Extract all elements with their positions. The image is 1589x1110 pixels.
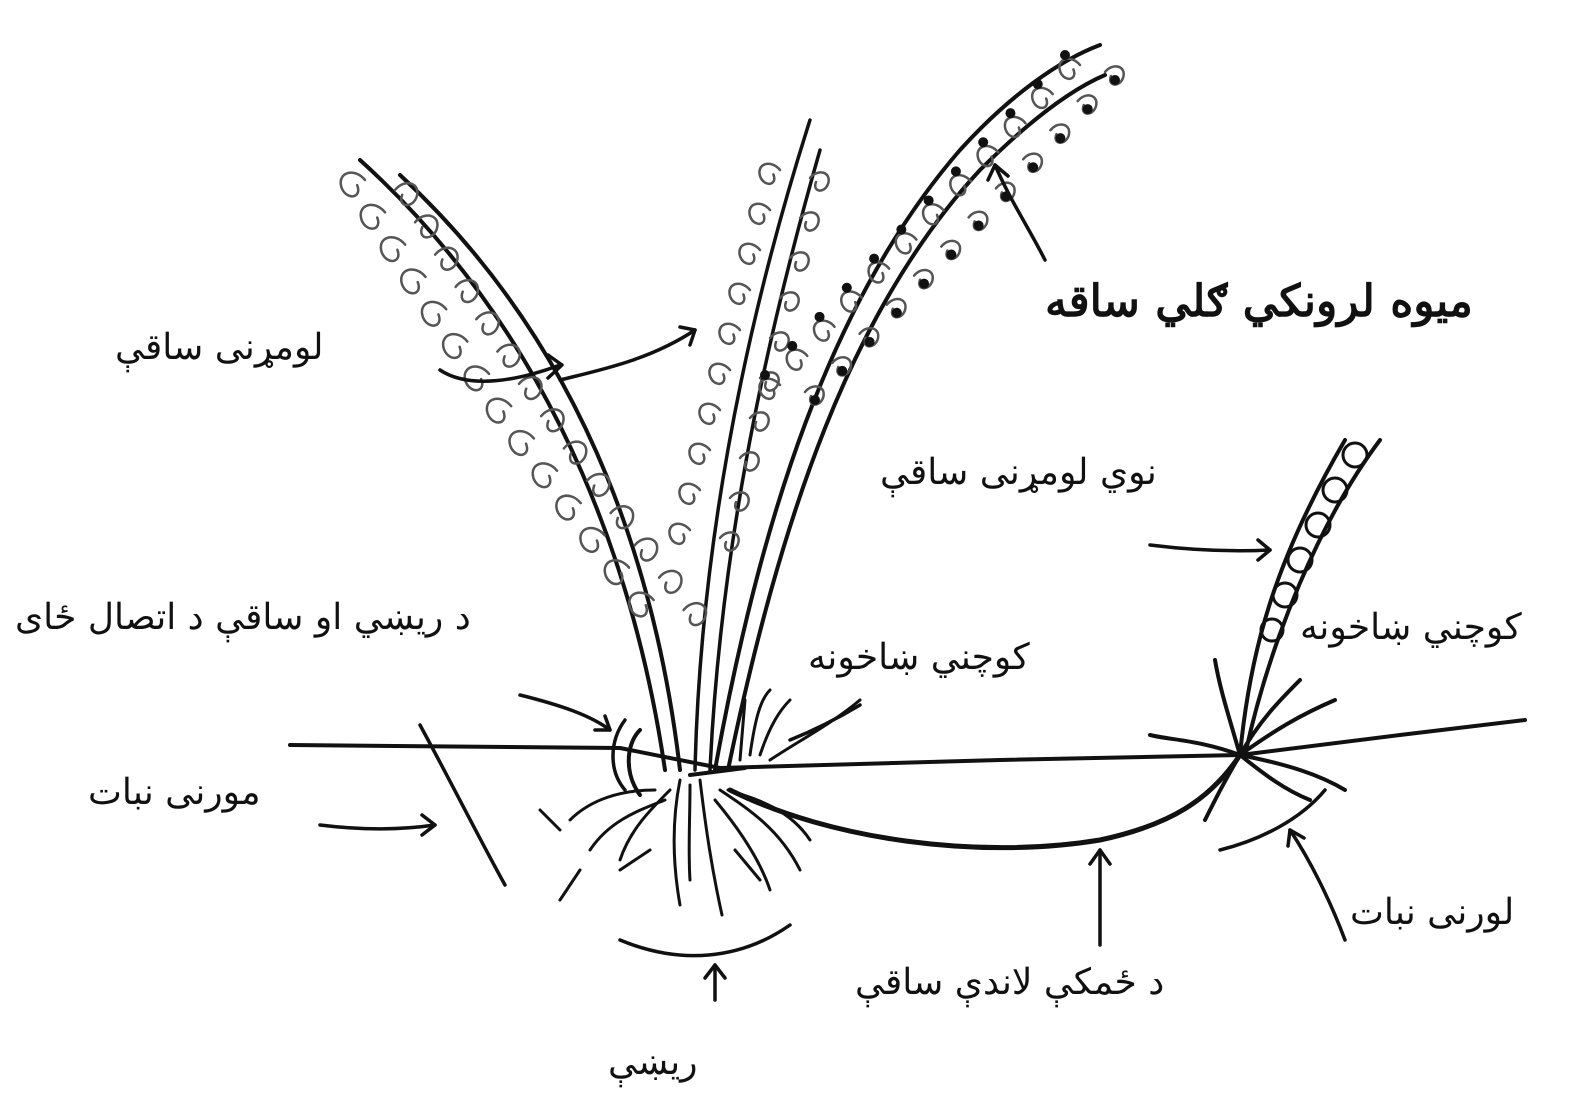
fruit-dot <box>1033 79 1043 89</box>
leaflet-curl <box>800 212 819 230</box>
fruit-dot <box>1110 75 1120 85</box>
leaflet-curl <box>814 321 835 341</box>
leaflet-curl <box>443 334 467 358</box>
label-roots: ريښې <box>608 1045 698 1081</box>
leaflet-curl <box>790 252 809 270</box>
leaflet-curl <box>465 366 489 390</box>
leaflet-curl <box>689 444 710 464</box>
leaflet-curl <box>739 244 760 264</box>
label-stolon: د ځمکې لاندې ساقې <box>855 965 1164 1001</box>
label-old-stem: لومړنی ساقې <box>115 330 324 366</box>
leaflet-curl <box>510 431 534 455</box>
fruit-dot <box>978 137 988 147</box>
center-buds <box>740 690 860 760</box>
leaflet-curl <box>456 280 478 302</box>
leaflet-curl <box>487 399 511 423</box>
fruit-dot <box>951 166 961 176</box>
leaflet-curl <box>749 204 770 224</box>
leaflet-curl <box>684 603 706 625</box>
label-mother-plant: مورنی نبات <box>88 775 260 811</box>
fruit-dot <box>1055 133 1065 143</box>
fruit-dot <box>1060 50 1070 60</box>
leaflet-curl <box>533 463 557 487</box>
fruit-dot <box>1083 104 1093 114</box>
leaflet-curl <box>497 345 519 367</box>
leaflet-curl <box>1032 88 1053 108</box>
label-daughter-plant: لورنی نبات <box>1350 895 1514 931</box>
fruit-dot <box>842 283 852 293</box>
arrow-buds-center <box>790 705 860 740</box>
leaflet-curl <box>896 233 917 253</box>
leaflet-curl <box>1005 117 1026 137</box>
leaflet-curl <box>669 524 690 544</box>
label-buds-right: کوچني ښاخونه <box>1300 610 1522 646</box>
arrow-old-stem <box>440 365 560 381</box>
arrow-junction <box>520 695 610 730</box>
leaflet-curl <box>635 539 657 561</box>
arrow-daughter-plant <box>1290 830 1345 940</box>
label-new-stem: نوي لومړنی ساقې <box>880 455 1157 491</box>
leaflet-curl <box>422 302 446 326</box>
fruit-dot <box>815 312 825 322</box>
leaflet-curl <box>759 164 780 184</box>
leaflet-curl <box>740 452 759 470</box>
leaflet-curl <box>787 350 808 370</box>
fruit-dot <box>865 337 875 347</box>
fruit-dot <box>869 254 879 264</box>
label-buds-center: کوچني ښاخونه <box>808 640 1030 676</box>
fruit-dot <box>974 220 984 230</box>
ground-line <box>290 720 1525 768</box>
leaflet-curl <box>719 324 740 344</box>
arrow-new-stem <box>560 330 695 380</box>
arrow-mother-plant <box>320 825 435 829</box>
leaflet-curl <box>759 379 780 399</box>
leaflet-curl <box>580 528 604 552</box>
leaflet-curl <box>401 270 425 294</box>
leaflet-curl <box>699 404 720 424</box>
mother-plant-roots <box>540 780 810 915</box>
leaflet-curl <box>341 173 365 197</box>
fruit-dot <box>946 250 956 260</box>
fruit-dot <box>837 366 847 376</box>
fruit-dot <box>760 370 770 380</box>
label-fruiting-stem: میوه لرونکي ګلي ساقه <box>1045 280 1473 324</box>
leaflet-curl <box>381 237 405 261</box>
leaflet-curl <box>770 332 789 350</box>
fruit-dot <box>919 279 929 289</box>
leaflet-curl <box>679 484 700 504</box>
leaflet-curl <box>720 532 739 550</box>
junction-bracket <box>613 720 625 790</box>
label-root-stem-junction: د ريښي او ساقې د اتصال ځای <box>15 600 471 636</box>
fruit-dot <box>1005 108 1015 118</box>
fruit-dot <box>810 395 820 405</box>
fruit-dot <box>787 341 797 351</box>
old-stem <box>360 160 680 770</box>
arrow-fruiting-stem <box>995 165 1045 260</box>
fruit-dot <box>896 225 906 235</box>
leaflet-curl <box>476 312 498 334</box>
leaflet-curl <box>709 364 730 384</box>
leaflet-curl <box>1059 59 1080 79</box>
leaflet-curl <box>729 284 750 304</box>
fruit-dot <box>1028 162 1038 172</box>
mother-plant-bracket <box>420 725 505 885</box>
fruit-dot <box>924 195 934 205</box>
roots-bracket <box>620 925 790 956</box>
leaflet-curl <box>556 496 580 520</box>
leaflet-curl <box>361 205 385 229</box>
leaflet-curl <box>780 292 799 310</box>
fruit-dot <box>892 308 902 318</box>
arrow-buds-right <box>1150 545 1270 551</box>
leaflet-curl <box>659 571 681 593</box>
fruit-dots <box>760 50 1120 405</box>
